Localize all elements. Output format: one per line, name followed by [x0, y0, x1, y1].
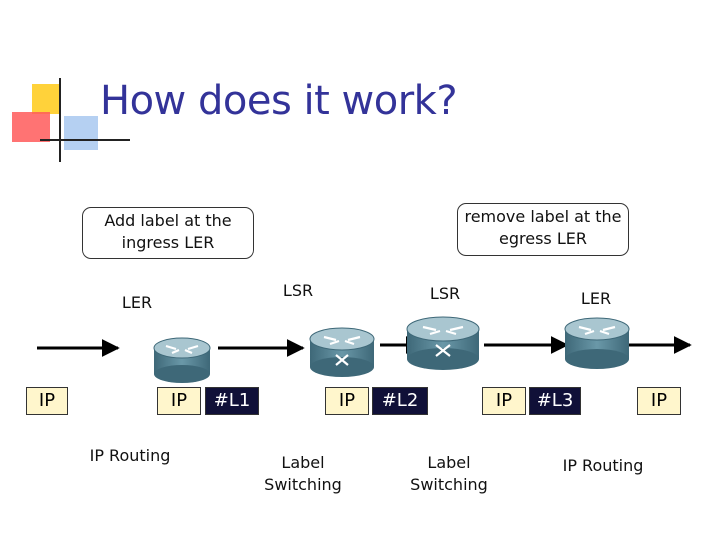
packet-label-l1: #L1 — [205, 387, 259, 415]
packet-ip-3: IP — [325, 387, 369, 415]
callout-ingress-text: Add label at the ingress LER — [104, 211, 232, 252]
callout-egress-text: remove label at the egress LER — [464, 207, 622, 248]
function-label-2: Label Switching — [264, 453, 342, 494]
packet-ip-5: IP — [637, 387, 681, 415]
function-label-4: IP Routing — [562, 456, 644, 475]
slide-title: How does it work? — [100, 78, 458, 124]
router-label-lsr-1: LSR — [282, 281, 314, 300]
router-label-lsr-2: LSR — [429, 284, 461, 303]
callout-egress: remove label at the egress LER — [457, 203, 629, 256]
router-icon-ler-egress — [564, 317, 630, 369]
slide-logo-decoration — [12, 78, 130, 162]
callout-ingress: Add label at the ingress LER — [82, 207, 254, 259]
packet-label-l2: #L2 — [372, 387, 428, 415]
router-label-ler-ingress: LER — [121, 293, 153, 312]
packet-ip-1: IP — [26, 387, 68, 415]
router-icon-lsr-2 — [406, 316, 480, 370]
router-icon-lsr-1 — [309, 327, 375, 377]
function-label-3: Label Switching — [410, 453, 488, 494]
router-label-ler-egress: LER — [580, 289, 612, 308]
packet-ip-4: IP — [482, 387, 526, 415]
router-icon-ler-ingress — [153, 337, 211, 383]
function-label-1: IP Routing — [89, 446, 171, 465]
packet-ip-2: IP — [157, 387, 201, 415]
packet-label-l3: #L3 — [529, 387, 581, 415]
